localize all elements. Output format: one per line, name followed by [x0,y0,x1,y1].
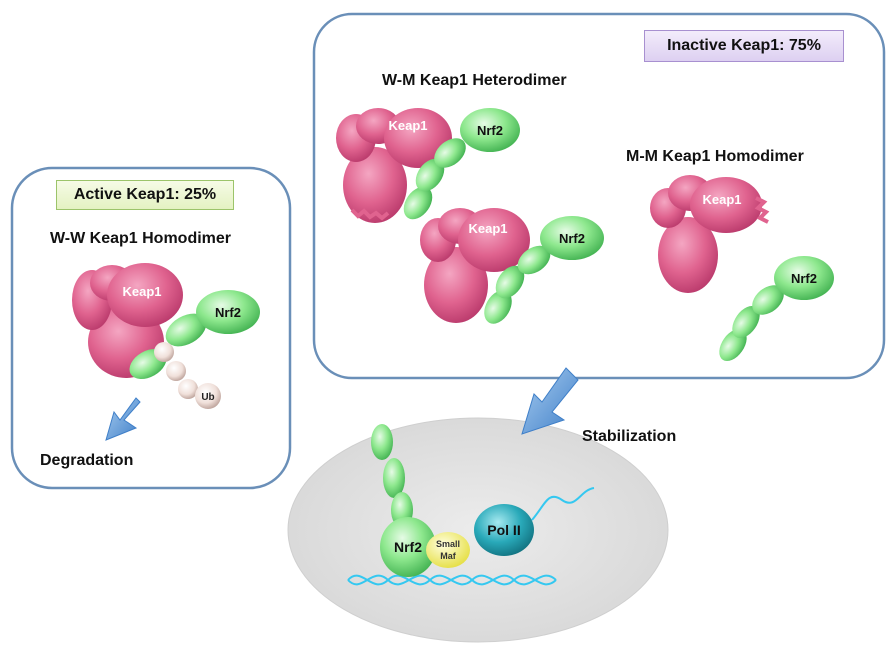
mm-homodimer-title: M-M Keap1 Homodimer [626,148,804,165]
pol2-label: Pol II [487,522,520,538]
small-maf-label-line1: Small [436,539,460,549]
active-nrf2-label: Nrf2 [215,305,241,320]
ww-homodimer-title: W-W Keap1 Homodimer [50,230,232,247]
pol2 [474,504,534,556]
heterodimer-keap1-label-top: Keap1 [388,118,427,133]
stabilization-label: Stabilization [582,428,677,445]
active-keap1-badge: Active Keap1: 25% [56,180,234,210]
inactive-keap1-badge: Inactive Keap1: 75% [644,30,844,62]
heterodimer-nrf2-bottom [484,216,604,324]
heterodimer-keap1-top [336,108,452,223]
homodimer-keap1-label: Keap1 [702,192,741,207]
homodimer-keap1 [650,175,770,293]
ubiquitin-chain [154,342,221,409]
heterodimer-keap1-bottom [420,208,530,323]
degradation-arrow-icon [105,397,141,441]
heterodimer-nrf2-label-top: Nrf2 [477,123,503,138]
heterodimer-nrf2-top [403,108,520,220]
dna-strand [347,487,595,586]
nucleus-nrf2-label: Nrf2 [394,539,422,555]
homodimer-nrf2-label: Nrf2 [791,271,817,286]
active-keap1-label: Keap1 [122,284,161,299]
ub-label: Ub [201,392,214,403]
wm-heterodimer-title: W-M Keap1 Heterodimer [382,72,567,89]
degradation-label: Degradation [40,452,134,469]
nucleus-nrf2 [371,424,436,577]
small-maf [426,532,470,568]
heterodimer-keap1-label-bottom: Keap1 [468,221,507,236]
small-maf-label-line2: Maf [440,551,457,561]
active-keap1-complex [72,263,183,378]
homodimer-nrf2-free [719,256,834,362]
heterodimer-nrf2-label-bottom: Nrf2 [559,231,585,246]
stabilization-arrow-icon [521,367,579,435]
